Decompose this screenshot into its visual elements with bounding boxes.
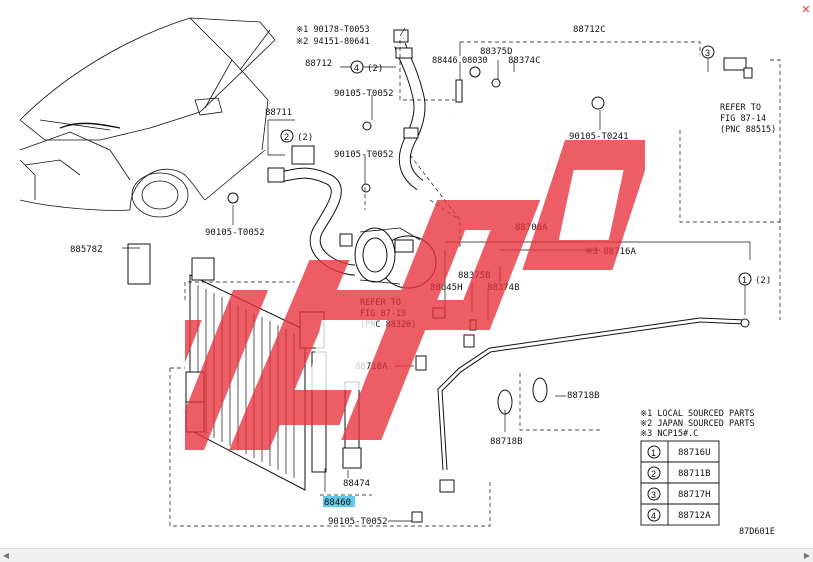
horizontal-scrollbar[interactable] bbox=[12, 548, 801, 562]
legend-num-2: 2 bbox=[651, 469, 656, 479]
refer-mid-line-3: (PNC 88320) bbox=[360, 320, 416, 330]
label-08030: 08030 bbox=[462, 56, 488, 66]
label-90105-t0052-c: 90105-T0052 bbox=[205, 228, 265, 238]
ref-circle-1-label: (2) bbox=[755, 276, 771, 286]
refer-top-line-3: (PNC 88515) bbox=[720, 125, 776, 135]
label-88718a: 88718A bbox=[355, 362, 388, 372]
highlight-88460 bbox=[323, 496, 355, 507]
figure-code: 87D601E bbox=[739, 527, 775, 537]
ref-circle-2 bbox=[280, 129, 294, 143]
ref-circle-2-num: 2 bbox=[284, 132, 289, 142]
hose-88711 bbox=[267, 145, 356, 276]
label-88706a: 88706A bbox=[515, 223, 548, 233]
label-88711: 88711 bbox=[265, 108, 292, 118]
legend-part-3: 88717H bbox=[678, 490, 711, 500]
label-90105-t0052-b: 90105-T0052 bbox=[334, 150, 394, 160]
car-illustration bbox=[19, 17, 276, 218]
label-88446: 88446 bbox=[432, 56, 458, 66]
label-88374b: 88374B bbox=[487, 283, 520, 293]
refer-top-line-1: REFER TO bbox=[720, 103, 761, 113]
legend-num-1: 1 bbox=[651, 448, 656, 458]
label-88645h: 88645H bbox=[430, 283, 463, 293]
legend-num-4: 4 bbox=[651, 511, 656, 521]
receiver-88474 bbox=[342, 355, 427, 523]
refer-mid-line-2: FIG 87-19 bbox=[360, 309, 406, 319]
label-90105-t0052-a: 90105-T0052 bbox=[334, 89, 394, 99]
label-88578z: 88578Z bbox=[70, 245, 103, 255]
note-2: ※2 JAPAN SOURCED PARTS bbox=[640, 419, 755, 429]
label-88712: 88712 bbox=[305, 59, 332, 69]
legend-part-4: 88712A bbox=[678, 511, 711, 521]
note-3: ※3 NCP15#.C bbox=[640, 429, 698, 439]
source-notes: ※1 LOCAL SOURCED PARTS ※2 JAPAN SOURCED … bbox=[640, 409, 755, 439]
label-88718b-right: 88718B bbox=[567, 391, 600, 401]
label-90105-t0052-d: 90105-T0052 bbox=[328, 517, 388, 527]
label-90178: ※1 90178-T0053 bbox=[296, 25, 370, 35]
condenser bbox=[127, 243, 327, 491]
close-icon[interactable]: ✕ bbox=[801, 3, 811, 16]
ref-circle-2-label: (2) bbox=[297, 133, 313, 143]
note-1: ※1 LOCAL SOURCED PARTS bbox=[640, 409, 755, 419]
label-88712c: 88712C bbox=[573, 25, 606, 35]
ref-circle-4 bbox=[350, 60, 364, 74]
label-88718b-bottom: 88718B bbox=[490, 437, 523, 447]
legend-num-3: 3 bbox=[651, 490, 656, 500]
compressor bbox=[354, 227, 437, 289]
label-88374c: 88374C bbox=[508, 56, 541, 66]
label-88460: 88460 bbox=[324, 498, 351, 508]
ref-circle-4-label: (2) bbox=[367, 64, 383, 74]
label-94151: ※2 94151-80641 bbox=[296, 37, 370, 47]
ref-circle-3 bbox=[701, 45, 715, 59]
label-88375b: 88375B bbox=[458, 271, 491, 281]
label-88375d: 88375D bbox=[480, 47, 513, 57]
ref-circle-1-num: 1 bbox=[742, 275, 747, 285]
refer-top-line-2: FIG 87-14 bbox=[720, 114, 766, 124]
scroll-left-arrow[interactable]: ◀ bbox=[0, 548, 12, 562]
ref-circle-3-num: 3 bbox=[705, 48, 710, 58]
ref-circle-1 bbox=[738, 272, 752, 286]
label-88474: 88474 bbox=[343, 479, 370, 489]
refer-top: REFER TO FIG 87-14 (PNC 88515) bbox=[720, 103, 776, 135]
legend-table: 1 88716U 2 88711B 3 88717H 4 88712A bbox=[640, 440, 720, 526]
legend-part-2: 88711B bbox=[678, 469, 711, 479]
upper-pipes bbox=[227, 29, 753, 204]
circled-references: 2 (2) 4 (2) 3 1 (2) bbox=[280, 45, 771, 286]
legend-part-1: 88716U bbox=[678, 448, 711, 458]
ref-circle-4-num: 4 bbox=[354, 63, 359, 73]
scroll-right-arrow[interactable]: ▶ bbox=[801, 548, 813, 562]
label-88716a: ※3 88716A bbox=[585, 247, 636, 257]
refer-mid: REFER TO FIG 87-19 (PNC 88320) bbox=[360, 298, 416, 330]
parts-diagram: ※1 90178-T0053 ※2 94151-80641 88712C 887… bbox=[19, 17, 781, 537]
refer-mid-line-1: REFER TO bbox=[360, 298, 401, 308]
label-90105-t0241: 90105-T0241 bbox=[569, 132, 629, 142]
